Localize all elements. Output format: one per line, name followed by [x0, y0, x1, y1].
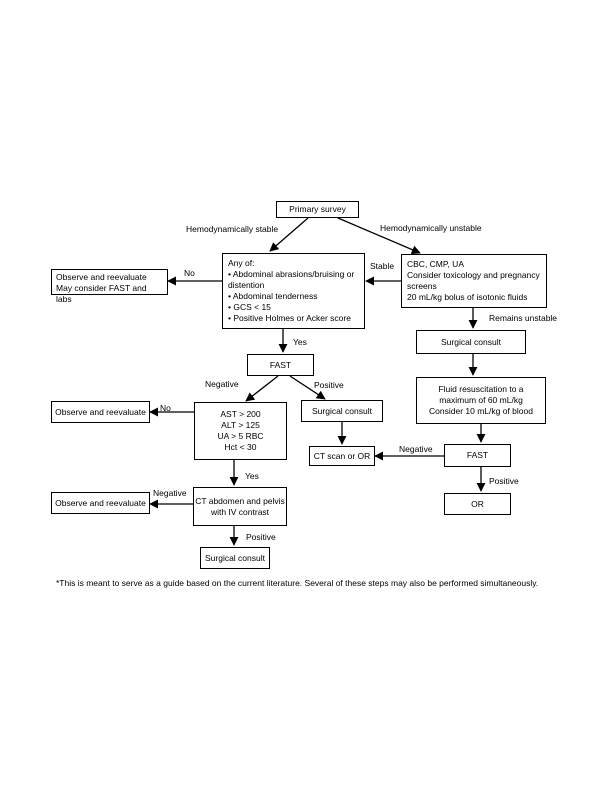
fluid-line: Fluid resuscitation to a	[438, 384, 524, 394]
edge-label-no: No	[184, 268, 195, 278]
assessment-item: • Positive Holmes or Acker score	[228, 313, 351, 323]
lab-values-box: AST > 200 ALT > 125 UA > 5 RBC Hct < 30	[194, 402, 287, 460]
footnote: *This is meant to serve as a guide based…	[56, 578, 539, 588]
lab-value: UA > 5 RBC	[217, 431, 264, 441]
assessment-item: • Abdominal tenderness	[228, 291, 318, 301]
fluid-line: maximum of 60 mL/kg	[439, 395, 523, 405]
edge-label-positive: Positive	[489, 476, 519, 486]
fluid-line: Consider 10 mL/kg of blood	[429, 406, 533, 416]
edge-label-negative: Negative	[153, 488, 187, 498]
ct-abdomen-line: with IV contrast	[210, 506, 270, 517]
observe-labs-box: Observe and reevaluate May consider FAST…	[51, 269, 168, 304]
observe-box-3: Observe and reevaluate	[51, 492, 150, 514]
assessment-item: • GCS < 15	[228, 302, 271, 312]
edge-label-hemodynamically-unstable: Hemodynamically unstable	[380, 223, 482, 233]
surgical-consult-bottom-box: Surgical consult	[200, 547, 270, 569]
unstable-labs-box: CBC, CMP, UA Consider toxicology and pre…	[401, 254, 547, 308]
lab-value: AST > 200	[220, 409, 261, 419]
edge-label-hemodynamically-stable: Hemodynamically stable	[186, 224, 279, 234]
surgical-consult-mid-box: Surgical consult	[301, 400, 383, 422]
arrow-fast-to-labvalues	[245, 375, 279, 402]
or-box: OR	[444, 493, 511, 515]
assessment-item: • Abdominal abrasions/bruising or disten…	[228, 269, 355, 290]
fast-left-box: FAST	[247, 354, 314, 376]
fast-right-box: FAST	[444, 444, 511, 467]
observe-line: May consider FAST and labs	[56, 283, 147, 304]
observe-line: Observe and reevaluate	[56, 272, 147, 282]
ct-abdomen-box: CT abdomen and pelvis with IV contrast	[193, 487, 287, 526]
edge-label-positive: Positive	[246, 532, 276, 542]
edge-label-yes: Yes	[293, 337, 307, 347]
edge-label-negative: Negative	[205, 379, 239, 389]
edge-label-no: No	[160, 403, 171, 413]
ct-abdomen-line: CT abdomen and pelvis	[195, 495, 285, 506]
arrow-fast-to-surgical	[289, 375, 326, 400]
labs-line: Consider toxicology and pregnancy screen…	[407, 270, 540, 291]
arrow-primary-to-labs	[337, 217, 421, 254]
labs-line: CBC, CMP, UA	[407, 259, 464, 269]
edge-label-yes: Yes	[245, 471, 259, 481]
surgical-consult-right-box: Surgical consult	[416, 330, 526, 354]
fluid-resuscitation-box: Fluid resuscitation to a maximum of 60 m…	[416, 377, 546, 424]
lab-value: ALT > 125	[221, 420, 260, 430]
labs-line: 20 mL/kg bolus of isotonic fluids	[407, 292, 528, 302]
observe-box-2: Observe and reevaluate	[51, 401, 150, 423]
lab-value: Hct < 30	[224, 442, 257, 452]
assessment-heading: Any of:	[228, 258, 255, 268]
primary-survey-box: Primary survey	[276, 201, 359, 218]
edge-label-negative: Negative	[399, 444, 433, 454]
edge-label-remains-unstable: Remains unstable	[489, 313, 558, 323]
edge-label-stable: Stable	[370, 261, 395, 271]
edge-label-positive: Positive	[314, 380, 344, 390]
ct-scan-or-box: CT scan or OR	[309, 446, 375, 466]
arrow-primary-to-assessment	[269, 217, 309, 252]
assessment-box: Any of: • Abdominal abrasions/bruising o…	[222, 253, 365, 329]
